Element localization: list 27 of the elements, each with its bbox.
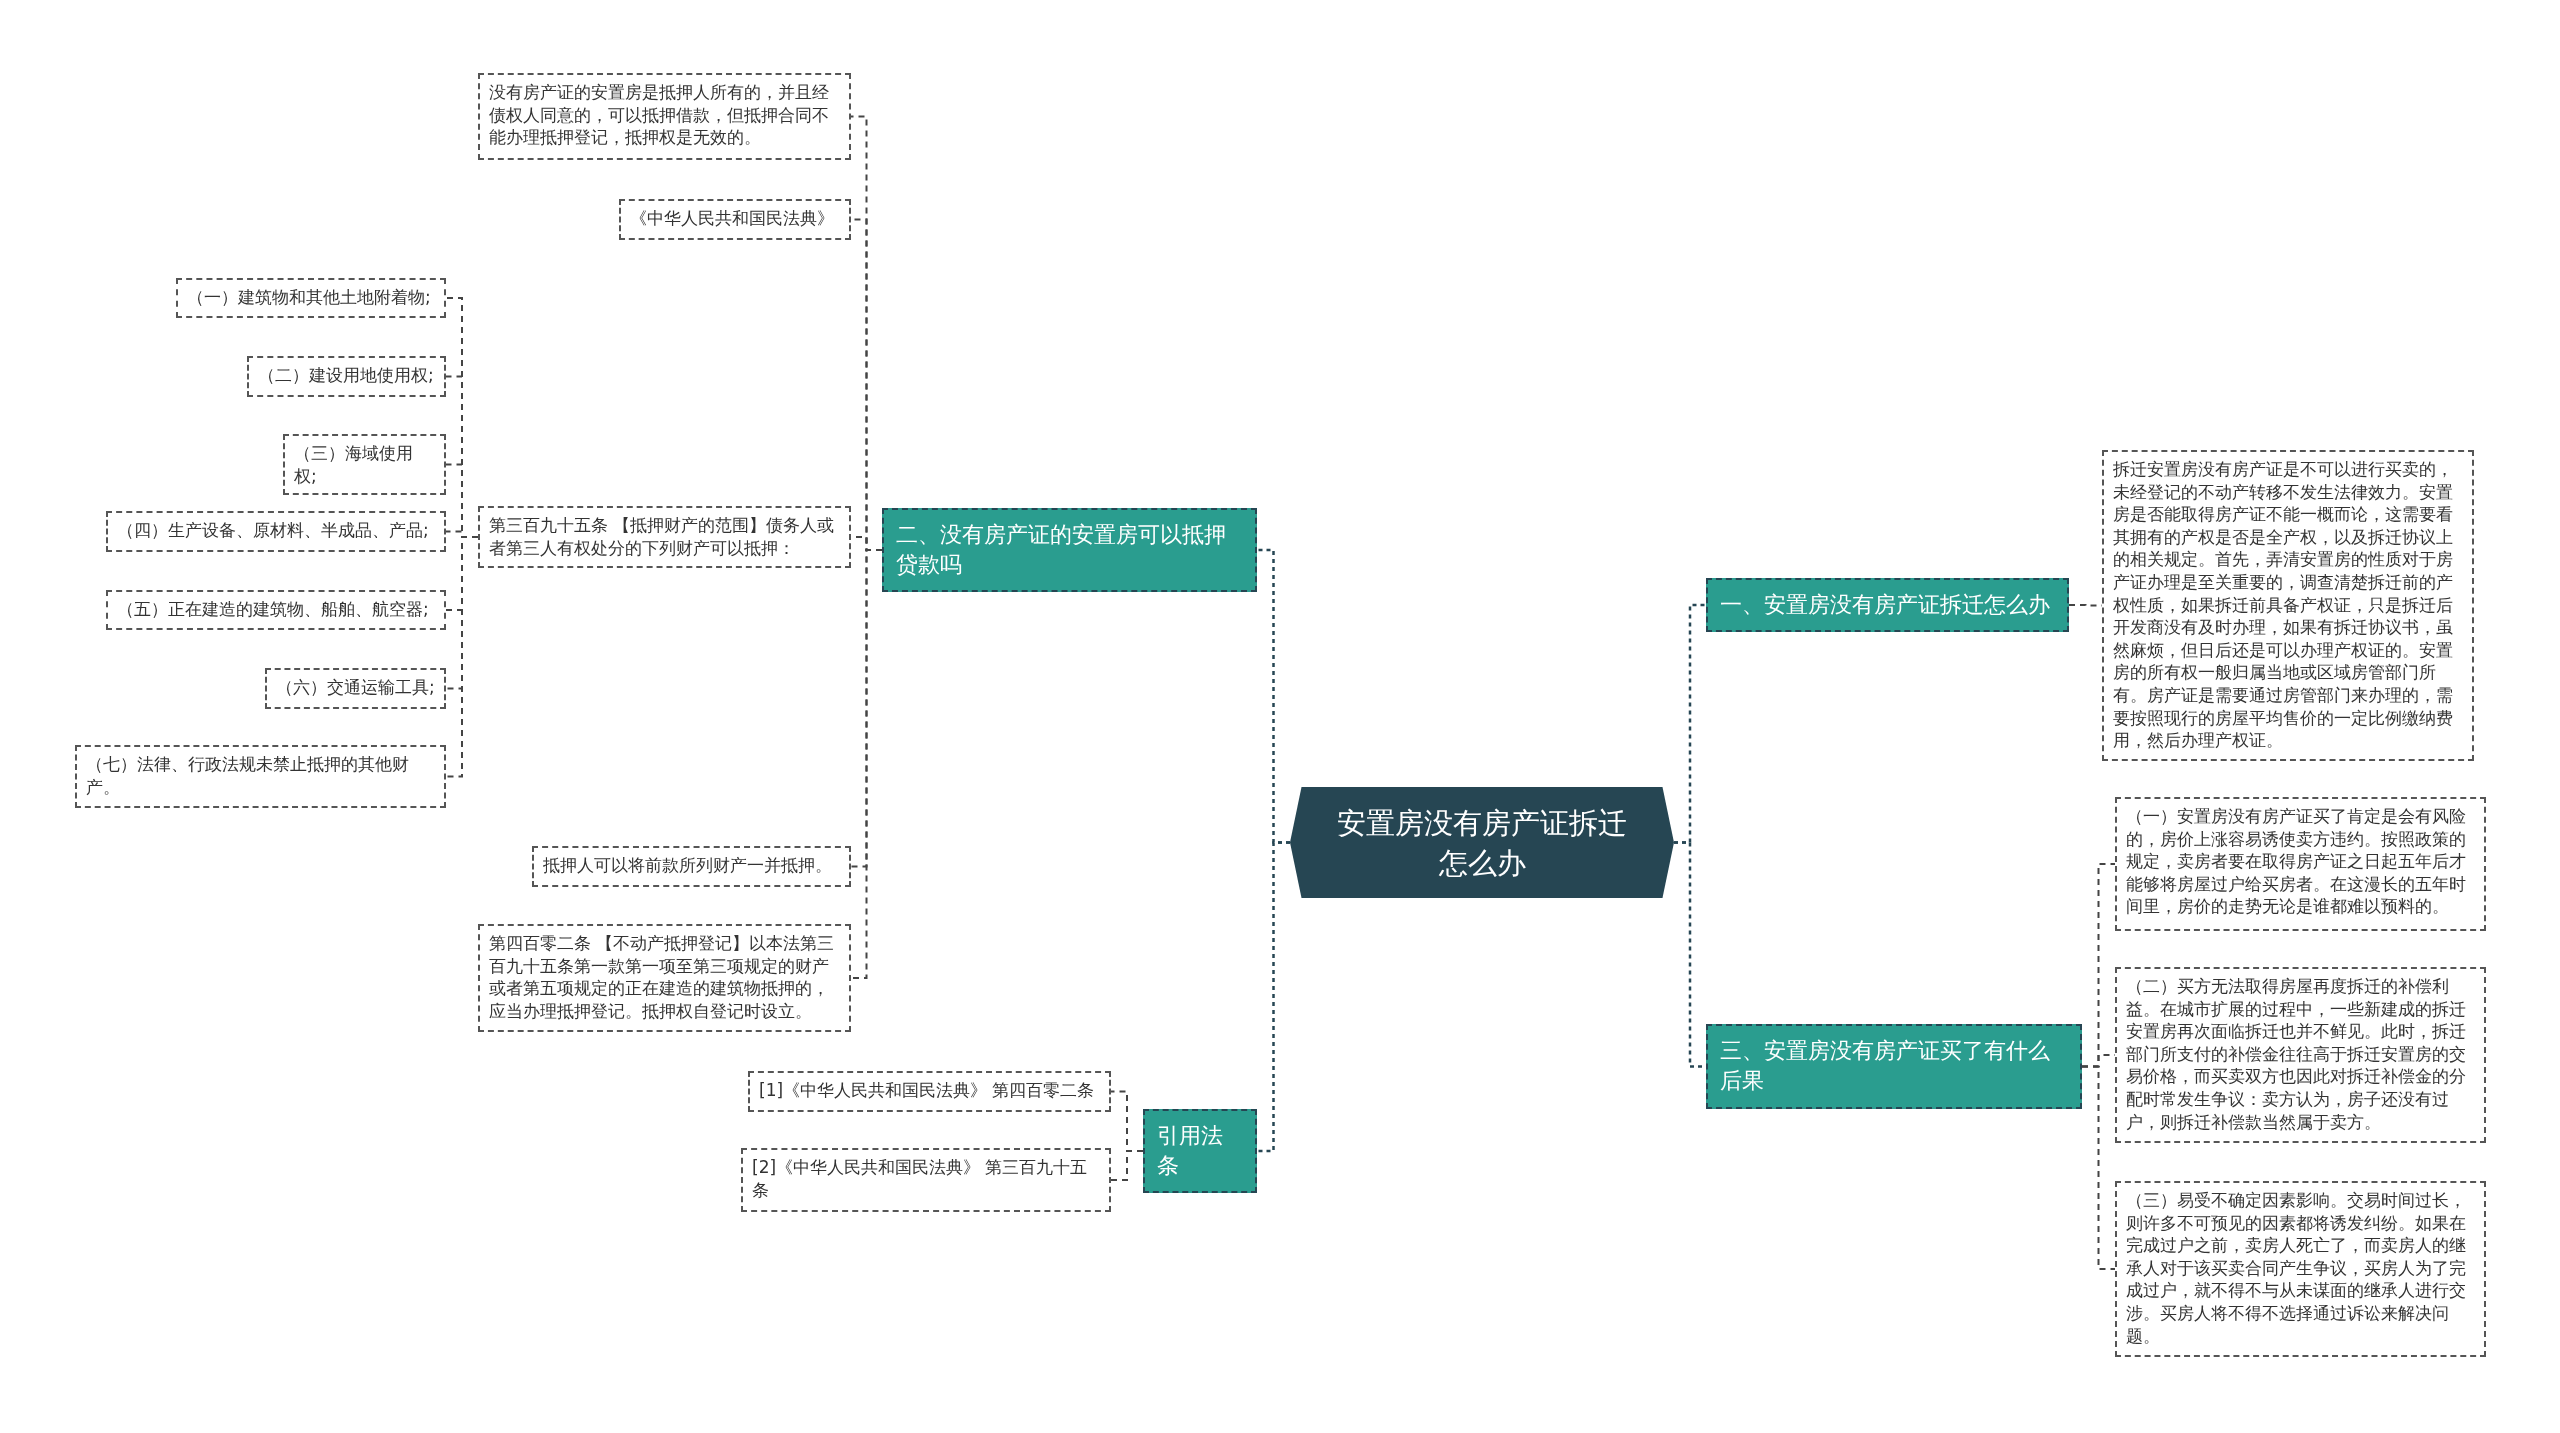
text-box: （三）易受不确定因素影响。交易时间过长，则许多不可预见的因素都将诱发纠纷。如果在完成过户之前，卖房人死亡了，而卖房人的继承人对于该买卖合同产生争议，买房人为了完成过户，就不得不与从未谋面的继承人进行交涉。买房人将不得不选择通过诉讼来解决问题。 xyxy=(2115,1181,2486,1357)
text-box: （三）海域使用权; xyxy=(283,434,446,496)
topic-box: 一、安置房没有房产证拆迁怎么办 xyxy=(1706,578,2069,632)
text-box: [2]《中华人民共和国民法典》 第三百九十五条 xyxy=(741,1148,1111,1212)
text-box: （二）建设用地使用权; xyxy=(247,356,446,397)
topic-box: 三、安置房没有房产证买了有什么后果 xyxy=(1706,1024,2082,1109)
text-box: 抵押人可以将前款所列财产一并抵押。 xyxy=(532,846,851,887)
topic-box: 引用法条 xyxy=(1143,1109,1257,1193)
connector-line xyxy=(1257,841,1290,1153)
text-box: （一）安置房没有房产证买了肯定是会有风险的，房价上涨容易诱使卖方违约。按照政策的规定，卖房者要在取得房产证之日起五年后才能够将房屋过户给买房者。在这漫长的五年时间里，房价的走势无论是谁都难以预料的。 xyxy=(2115,797,2486,931)
root-hexagon: 安置房没有房产证拆迁怎么办 xyxy=(1290,787,1674,898)
text-box: （五）正在建造的建筑物、船舶、航空器; xyxy=(106,590,446,630)
text-box: （六）交通运输工具; xyxy=(265,668,446,709)
text-box: [1]《中华人民共和国民法典》 第四百零二条 xyxy=(748,1071,1111,1112)
text-box: （一）建筑物和其他土地附着物; xyxy=(176,278,446,318)
text-box: （四）生产设备、原材料、半成品、产品; xyxy=(106,511,446,552)
text-box: 第三百九十五条 【抵押财产的范围】债务人或者第三人有权处分的下列财产可以抵押： xyxy=(478,506,851,568)
text-box: （七）法律、行政法规未禁止抵押的其他财产。 xyxy=(75,745,446,808)
text-box: 没有房产证的安置房是抵押人所有的，并且经债权人同意的，可以抵押借款，但抵押合同不能办理抵押登记，抵押权是无效的。 xyxy=(478,73,851,160)
text-box: （二）买方无法取得房屋再度拆迁的补偿利益。在城市扩展的过程中，一些新建成的拆迁安置房再次面临拆迁也并不鲜见。此时，拆迁部门所支付的补偿金往往高于拆迁安置房的交易价格，而买卖双方也因此对拆迁补偿金的分配时常发生争议：卖方认为，房子还没有过户，则拆迁补偿款当然属于卖方。 xyxy=(2115,967,2486,1143)
topic-box: 二、没有房产证的安置房可以抵押贷款吗 xyxy=(882,508,1257,592)
connector-line xyxy=(445,536,479,778)
connector-line xyxy=(2081,1065,2116,1270)
text-box: 第四百零二条 【不动产抵押登记】以本法第三百九十五条第一款第一项至第三项规定的财产或者第五项规定的正在建造的建筑物抵押的，应当办理抵押登记。抵押权自登记时设立。 xyxy=(478,924,851,1032)
text-box: 《中华人民共和国民法典》 xyxy=(619,199,851,240)
text-box: 拆迁安置房没有房产证是不可以进行买卖的，未经登记的不动产转移不发生法律效力。安置房是否能取得房产证不能一概而论，这需要看其拥有的产权是否是全产权，以及拆迁协议上的相关规定。首先，弄清安置房的性质对于房产证办理是至关重要的，调查清楚拆迁前的产权性质，如果拆迁前具备产权证，只是拆迁后开发商没有及时办理，如果有拆迁协议书，虽然麻烦，但日后还是可以办理产权证的。安置房的所有权一般归属当地或区域房管部门所有。房产证是需要通过房管部门来办理的，需要按照现行的房屋平均售价的一定比例缴纳费用，然后办理产权证。 xyxy=(2102,450,2474,761)
connector-line xyxy=(1110,1150,1144,1181)
